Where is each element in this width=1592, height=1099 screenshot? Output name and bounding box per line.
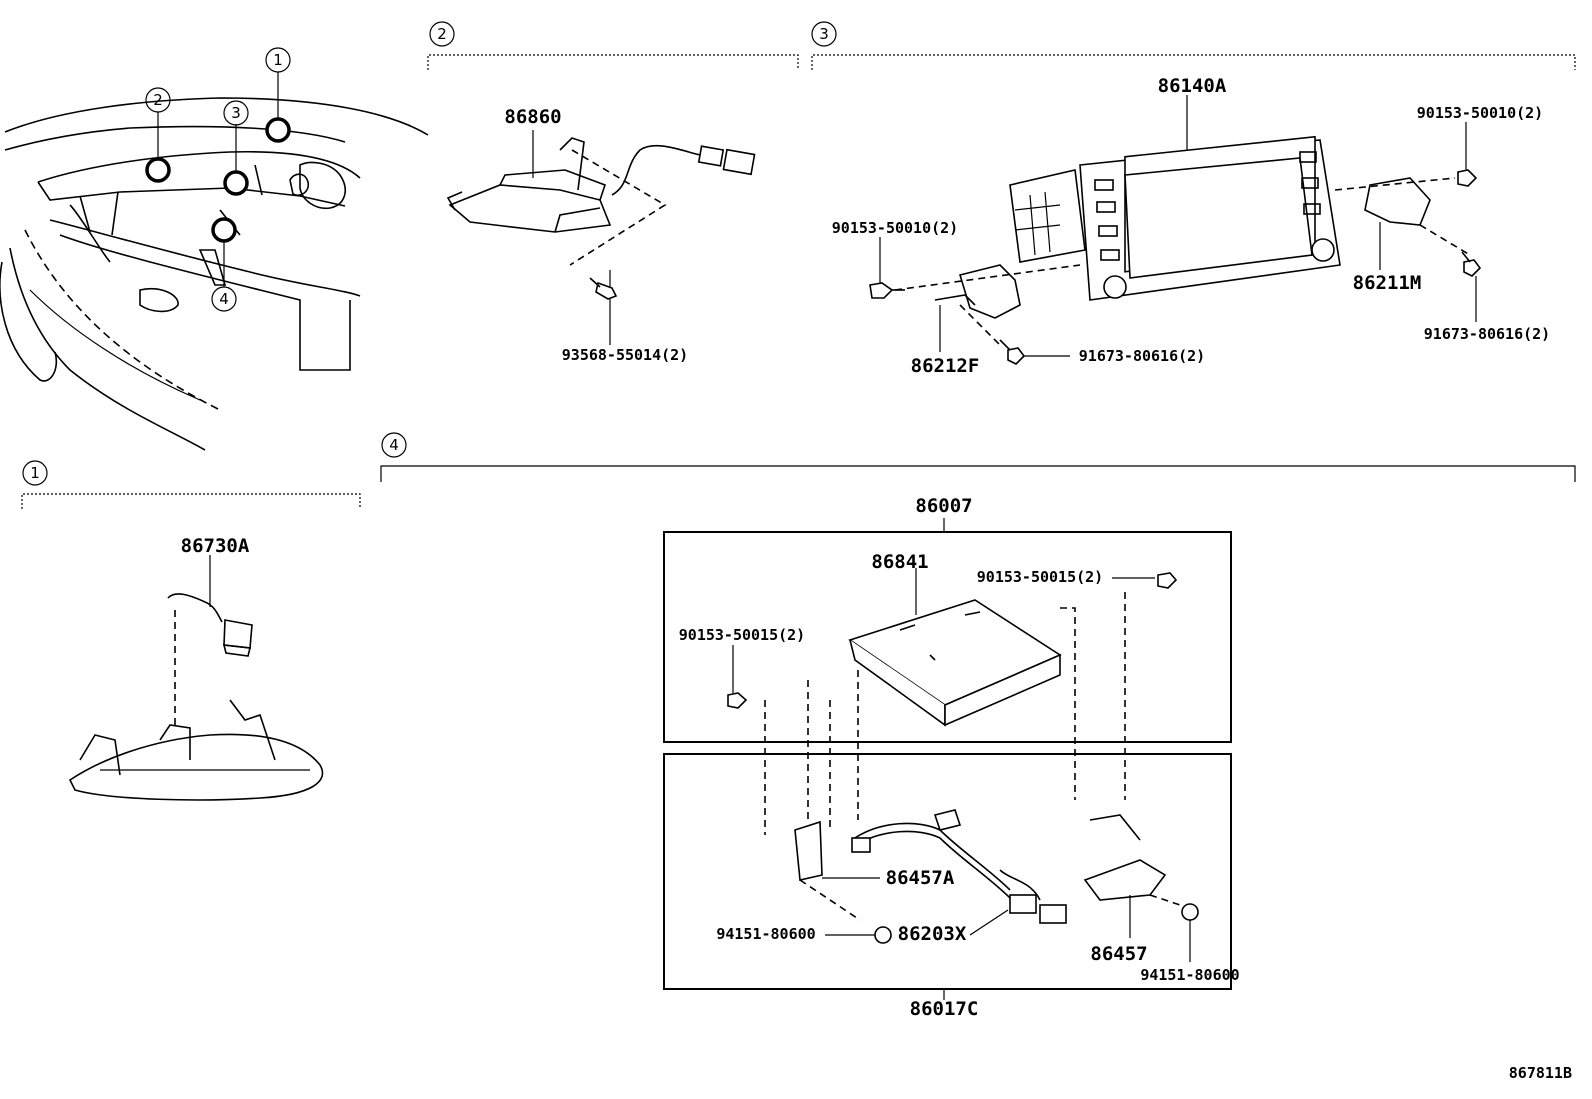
label-86007: 86007 [915, 495, 972, 517]
label-91673-80616-right: 91673-80616(2) [1424, 325, 1550, 343]
location-marker-1 [265, 117, 291, 143]
label-86203X: 86203X [898, 923, 967, 945]
label-90153-50010-left: 90153-50010(2) [832, 219, 958, 237]
label-94151-80600-left: 94151-80600 [716, 925, 815, 943]
label-86212F: 86212F [911, 355, 980, 377]
vehicle-callout-1: 1 [273, 51, 283, 69]
section-4-header: 4 [380, 432, 1576, 482]
vehicle-callout-2: 2 [153, 91, 163, 109]
section-1-number: 1 [30, 464, 40, 482]
head-unit-86140A-drawing [869, 95, 1482, 365]
label-86860: 86860 [504, 106, 561, 128]
label-86730A: 86730A [181, 535, 250, 557]
location-marker-3 [223, 170, 249, 196]
module-86841-drawing [727, 568, 1178, 835]
label-90153-50015-right: 90153-50015(2) [977, 568, 1103, 586]
harness-86203X-drawing [794, 809, 1199, 962]
vehicle-interior-illustration: 1 2 3 4 [0, 47, 429, 451]
vehicle-callout-3: 3 [231, 104, 241, 122]
label-91673-80616-left: 91673-80616(2) [1079, 347, 1205, 365]
label-90153-50010-right: 90153-50010(2) [1417, 104, 1543, 122]
label-93568-55014: 93568-55014(2) [562, 346, 688, 364]
label-86457A: 86457A [886, 867, 955, 889]
section-3-number: 3 [819, 25, 829, 43]
location-marker-4 [211, 217, 237, 243]
section-4-number: 4 [389, 436, 399, 454]
illustration-id: 867811B [1509, 1064, 1572, 1082]
label-94151-80600-right: 94151-80600 [1140, 966, 1239, 984]
label-86140A: 86140A [1158, 75, 1227, 97]
vehicle-callout-4: 4 [219, 290, 229, 308]
label-90153-50015-left: 90153-50015(2) [679, 626, 805, 644]
label-86211M: 86211M [1353, 272, 1422, 294]
assembly-86017C-box [663, 753, 1232, 990]
section-1-header: 1 [21, 460, 361, 509]
antenna-86730A-drawing [68, 555, 324, 801]
module-86860-drawing [446, 137, 756, 345]
label-86841: 86841 [871, 551, 928, 573]
label-86457: 86457 [1090, 943, 1147, 965]
section-3-header: 3 [811, 21, 1576, 70]
location-marker-2 [145, 157, 171, 183]
label-86017C: 86017C [910, 998, 979, 1020]
assembly-86007-box [663, 531, 1232, 743]
section-2-header: 2 [427, 21, 799, 70]
section-2-number: 2 [437, 25, 447, 43]
